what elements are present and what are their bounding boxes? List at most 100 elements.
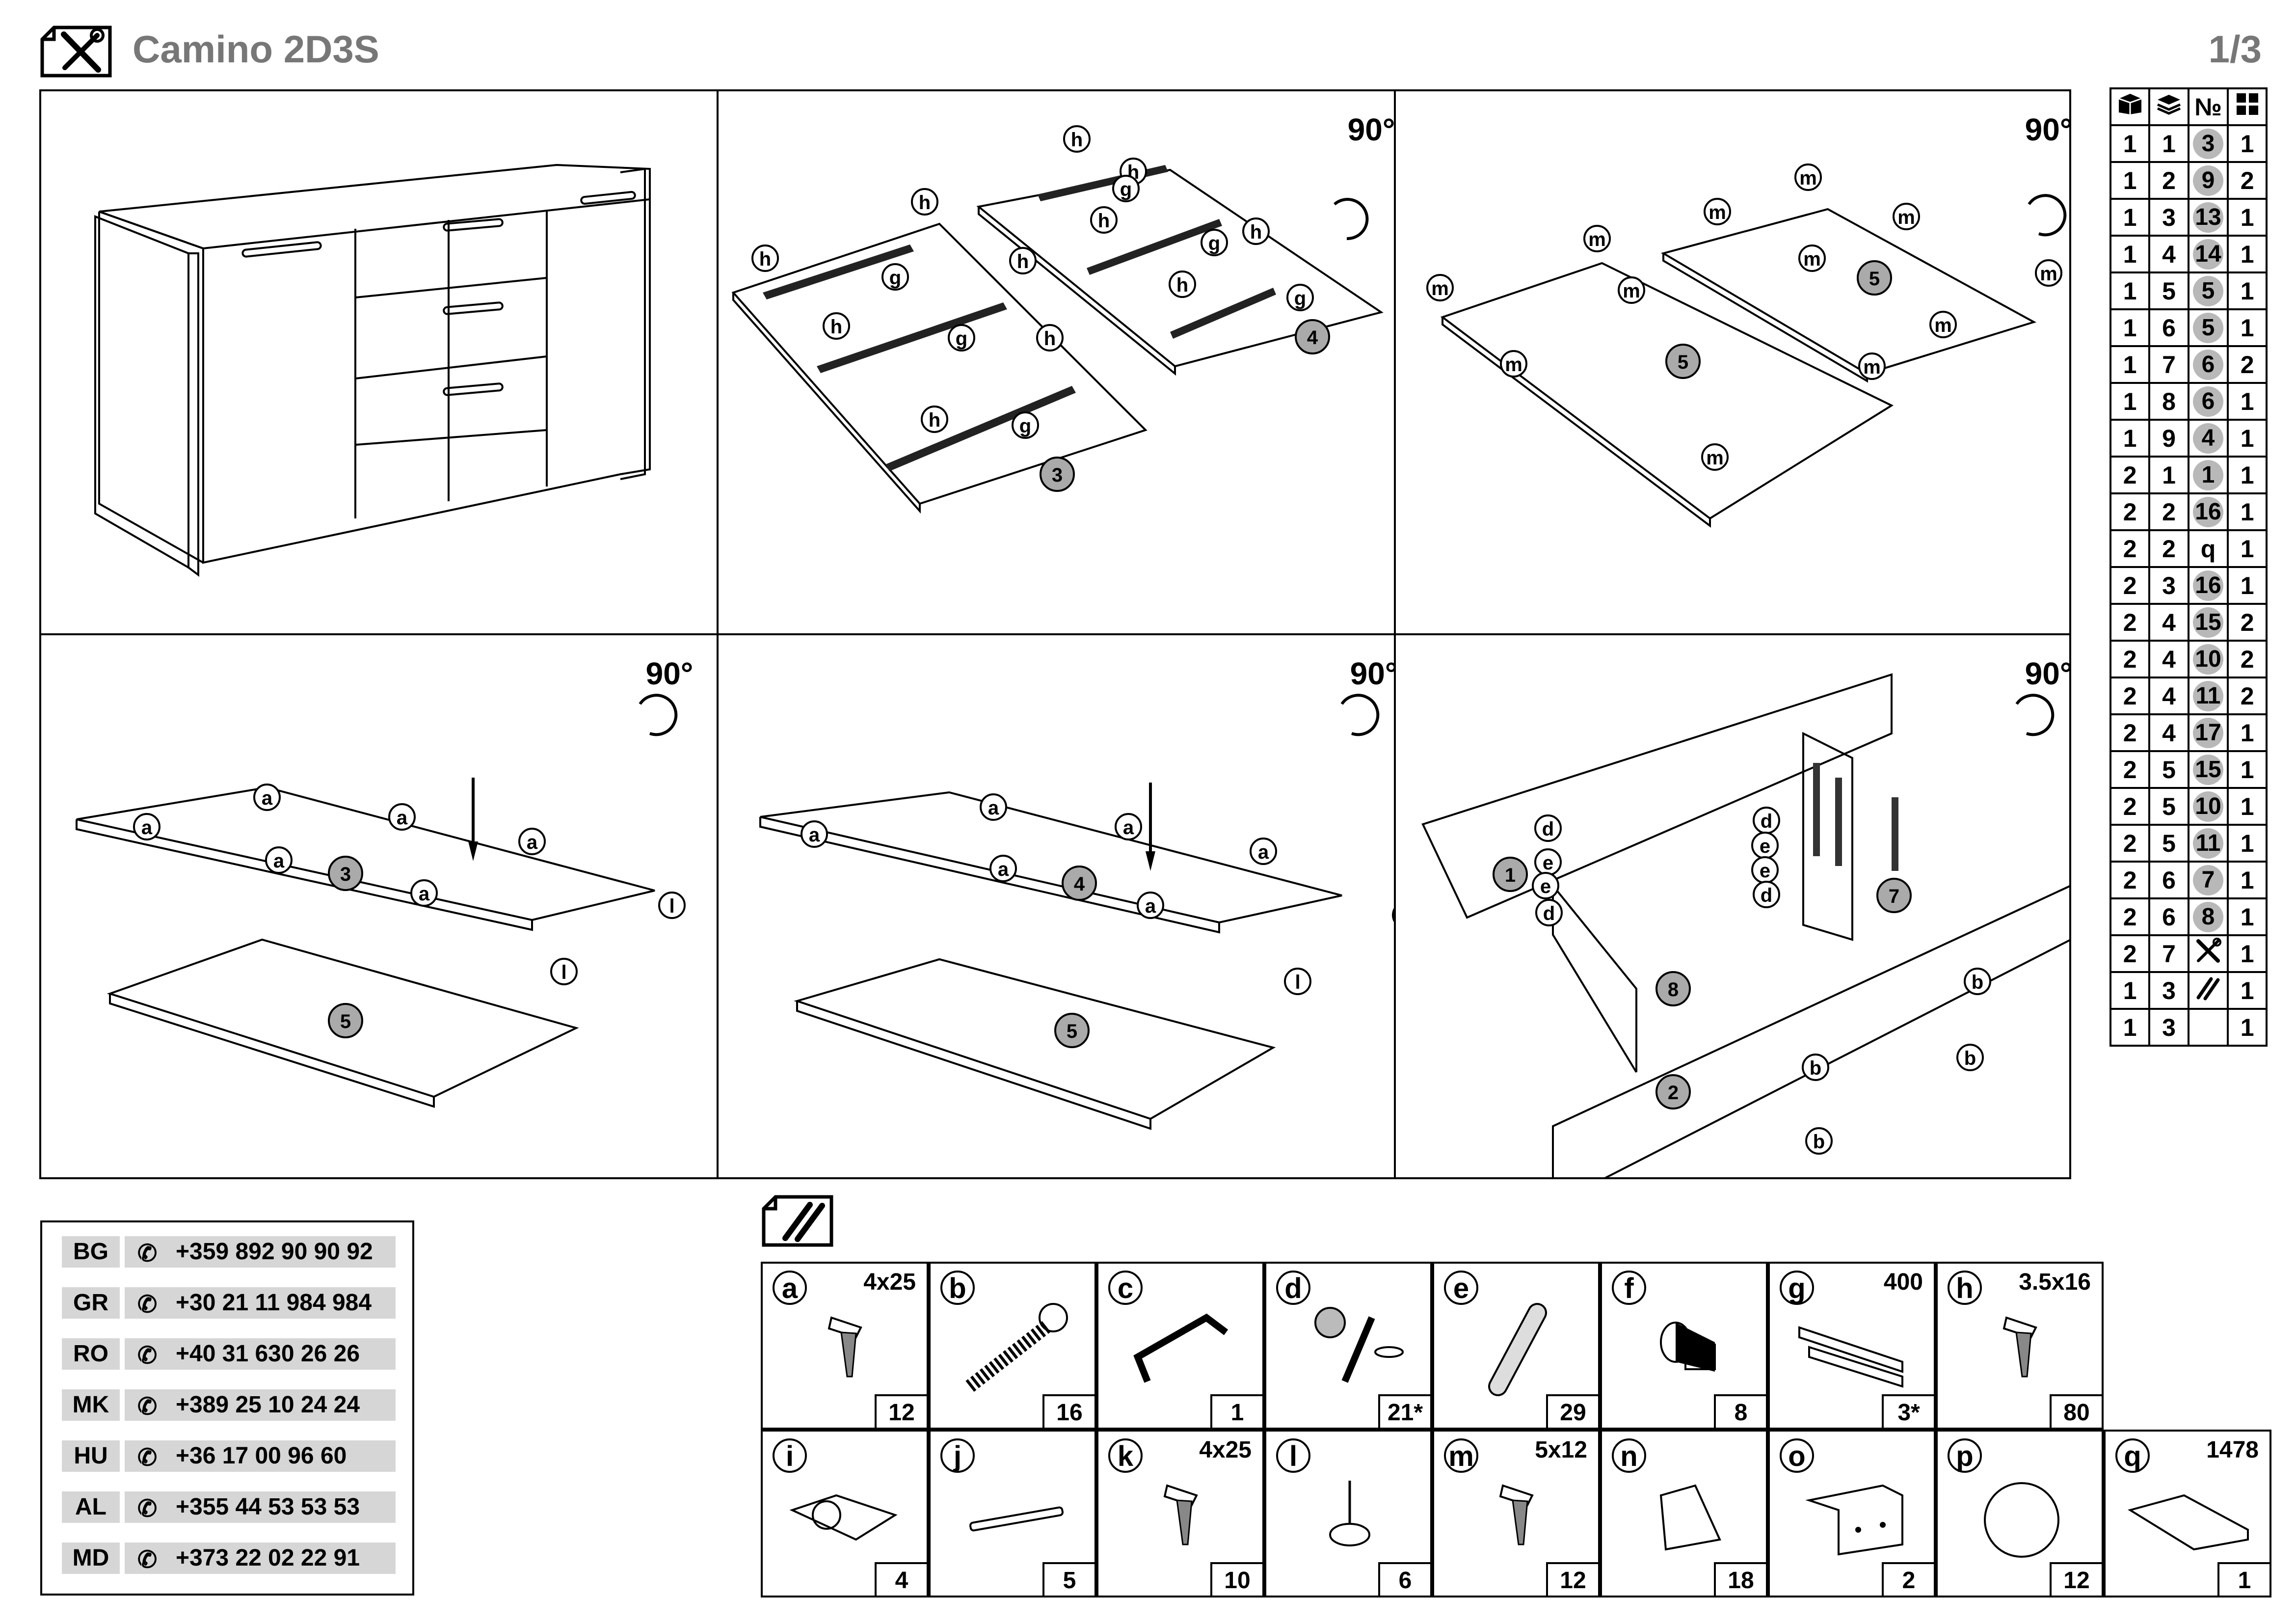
part-cell: 6 (2148, 897, 2189, 936)
step-3-screws-m: m m m m m m m m m m m m 5 5 90° (1396, 91, 2071, 634)
part-cell: 1 (2109, 345, 2151, 384)
part-number-cell: 10 (2187, 640, 2229, 678)
phone-number: ✆+36 17 00 96 60 (125, 1440, 396, 1472)
part-cell: 5 (2148, 824, 2189, 863)
part-cell: 1 (2227, 713, 2268, 752)
svg-text:a: a (1123, 817, 1134, 839)
hardware-quantity: 1 (2217, 1562, 2271, 1597)
country-code: MK (62, 1389, 120, 1421)
part-number-cell: 3 (2187, 124, 2229, 163)
stack-icon (2148, 87, 2189, 126)
rotate-90-icon: 90° (1334, 112, 1394, 241)
part-cell: 2 (2109, 934, 2151, 973)
part-cell: 1 (2109, 971, 2151, 1010)
svg-text:a: a (262, 787, 273, 809)
part-cell: 2 (2109, 566, 2151, 605)
hardware-icon (2196, 977, 2220, 1000)
part-cell: 1 (2148, 456, 2189, 494)
part-cell: 1 (2227, 456, 2268, 494)
svg-text:a: a (397, 807, 408, 829)
svg-text:h: h (830, 316, 842, 338)
hardware-letter: q (2115, 1438, 2150, 1473)
hardware-size: 400 (1883, 1269, 1923, 1295)
country-code: HU (62, 1440, 120, 1472)
part-cell: 4 (2148, 235, 2189, 273)
hardware-quantity: 6 (1378, 1562, 1432, 1597)
svg-text:m: m (1505, 354, 1522, 376)
svg-text:h: h (1250, 221, 1262, 243)
part-cell: 1 (2227, 124, 2268, 163)
part-cell: 1 (2109, 124, 2151, 163)
part-cell: 1 (2109, 1008, 2151, 1047)
part-cell: 4 (2148, 603, 2189, 642)
svg-text:h: h (1071, 129, 1083, 151)
svg-text:g: g (889, 267, 901, 289)
hardware-quantity: 5 (1042, 1562, 1096, 1597)
hardware-letter: g (1780, 1271, 1814, 1305)
svg-text:1: 1 (1505, 865, 1516, 886)
svg-text:h: h (1044, 328, 1056, 350)
parts-table-header: № (2109, 87, 2268, 126)
step-5-top-assembly: a a a a a a l l 4 5 90° (719, 635, 1394, 1178)
part-cell: 1 (2109, 271, 2151, 310)
part-cell: 2 (2109, 861, 2151, 899)
part-number-cell (2187, 971, 2229, 1010)
svg-text:g: g (1120, 179, 1132, 200)
country-code: BG (62, 1236, 120, 1268)
phone-number: ✆+373 22 02 22 91 (125, 1543, 396, 1574)
part-cell: 2 (2109, 787, 2151, 826)
hardware-quantity: 2 (1882, 1562, 1936, 1597)
part-cell: 2 (2227, 603, 2268, 642)
svg-text:a: a (998, 859, 1009, 880)
svg-text:g: g (956, 328, 967, 350)
part-cell: 2 (2148, 492, 2189, 531)
part-number-cell: 11 (2187, 824, 2229, 863)
svg-text:g: g (1294, 288, 1306, 309)
part-cell: 1 (2109, 419, 2151, 458)
part-cell: 3 (2148, 1008, 2189, 1047)
svg-text:m: m (1431, 278, 1449, 299)
part-cell: 5 (2148, 271, 2189, 310)
svg-text:e: e (1760, 860, 1770, 882)
svg-text:m: m (1709, 202, 1726, 223)
svg-text:b: b (1810, 1057, 1821, 1079)
part-cell: 2 (2109, 456, 2151, 494)
number-header: № (2187, 87, 2229, 126)
hardware-size: 3.5x16 (2019, 1269, 2091, 1295)
svg-text:l: l (561, 962, 566, 983)
svg-text:d: d (1542, 818, 1554, 840)
part-cell: 1 (2227, 566, 2268, 605)
svg-text:d: d (1543, 903, 1555, 924)
hardware-letter: i (773, 1438, 807, 1473)
part-number-cell: q (2187, 529, 2229, 568)
phone-icon: ✆ (137, 1547, 158, 1573)
part-cell: 2 (2227, 161, 2268, 200)
part-cell: 1 (2227, 235, 2268, 273)
part-number-cell: 16 (2187, 492, 2229, 531)
svg-text:b: b (1972, 972, 1983, 993)
hardware-letter: m (1444, 1438, 1478, 1473)
part-number-cell: 7 (2187, 861, 2229, 899)
page-title: Camino 2D3S (133, 27, 379, 71)
hardware-quantity: 12 (1546, 1562, 1600, 1597)
part-cell: 9 (2148, 419, 2189, 458)
svg-text:m: m (1863, 356, 1881, 378)
part-cell: 1 (2109, 308, 2151, 347)
svg-text:m: m (1897, 207, 1915, 228)
country-code: GR (62, 1287, 120, 1319)
phone-icon: ✆ (137, 1343, 158, 1369)
svg-text:a: a (419, 883, 430, 905)
part-cell: 1 (2227, 271, 2268, 310)
